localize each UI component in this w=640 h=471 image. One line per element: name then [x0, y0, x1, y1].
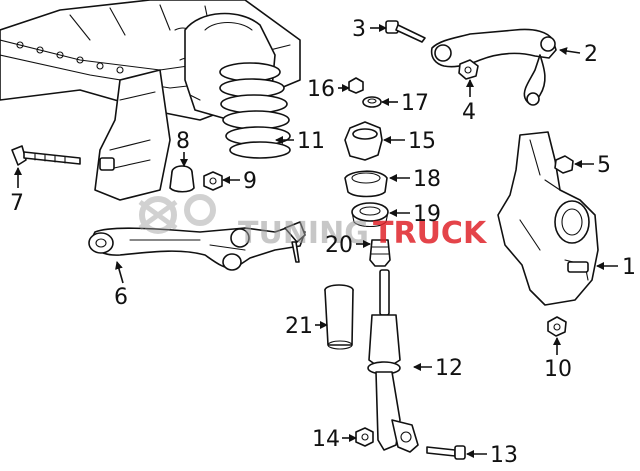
callout-11: 11 [297, 129, 325, 154]
callout-16: 16 [307, 77, 335, 102]
callout-10: 10 [544, 357, 572, 382]
watermark-gears-icon [138, 194, 216, 234]
callout-3: 3 [352, 17, 366, 42]
watermark-logo: TUNING TRUCK [138, 194, 488, 251]
nut-14 [355, 427, 374, 447]
callout-6: 6 [114, 285, 128, 310]
callout-12: 12 [435, 356, 463, 381]
callout-8: 8 [176, 129, 190, 154]
callout-7: 7 [10, 191, 24, 216]
watermark-text-red: TRUCK [373, 216, 488, 251]
jounce-bumper [369, 239, 391, 267]
callout-4: 4 [462, 100, 476, 125]
callout-1: 1 [622, 255, 636, 280]
callout-17: 17 [401, 91, 429, 116]
callout-21: 21 [285, 314, 313, 339]
watermark-text-gray: TUNING [238, 216, 369, 251]
coil-spring [219, 62, 291, 159]
spring-seat-upper [344, 170, 388, 198]
callout-5: 5 [597, 153, 611, 178]
callout-20: 20 [325, 233, 353, 258]
nut-16 [348, 77, 364, 94]
lower-control-arm [88, 221, 306, 271]
callout-labels: 1 2 3 4 5 6 7 8 9 10 11 12 13 14 15 16 1… [10, 17, 636, 468]
bolt-13 [426, 445, 466, 460]
upper-control-arm [430, 28, 557, 106]
frame-bracket [94, 69, 171, 201]
steering-knuckle [497, 131, 599, 306]
nut-5 [554, 155, 574, 174]
nut-10 [547, 316, 567, 337]
strut-mount [344, 121, 383, 161]
callout-19: 19 [413, 202, 441, 227]
washer-17 [362, 96, 382, 108]
callout-2: 2 [584, 42, 598, 67]
callout-15: 15 [408, 129, 436, 154]
callout-14: 14 [312, 427, 340, 452]
cam-bolt-7 [11, 145, 81, 166]
callout-9: 9 [243, 169, 257, 194]
nut-9 [203, 171, 223, 191]
nut-4 [458, 59, 479, 80]
bushing-8 [169, 165, 195, 193]
shock-absorber [367, 269, 419, 453]
leader-lines [14, 24, 618, 458]
callout-13: 13 [490, 443, 518, 468]
spring-isolator [351, 202, 389, 228]
arm-bolt-3 [385, 20, 426, 43]
callout-18: 18 [413, 167, 441, 192]
dust-boot [324, 284, 354, 350]
